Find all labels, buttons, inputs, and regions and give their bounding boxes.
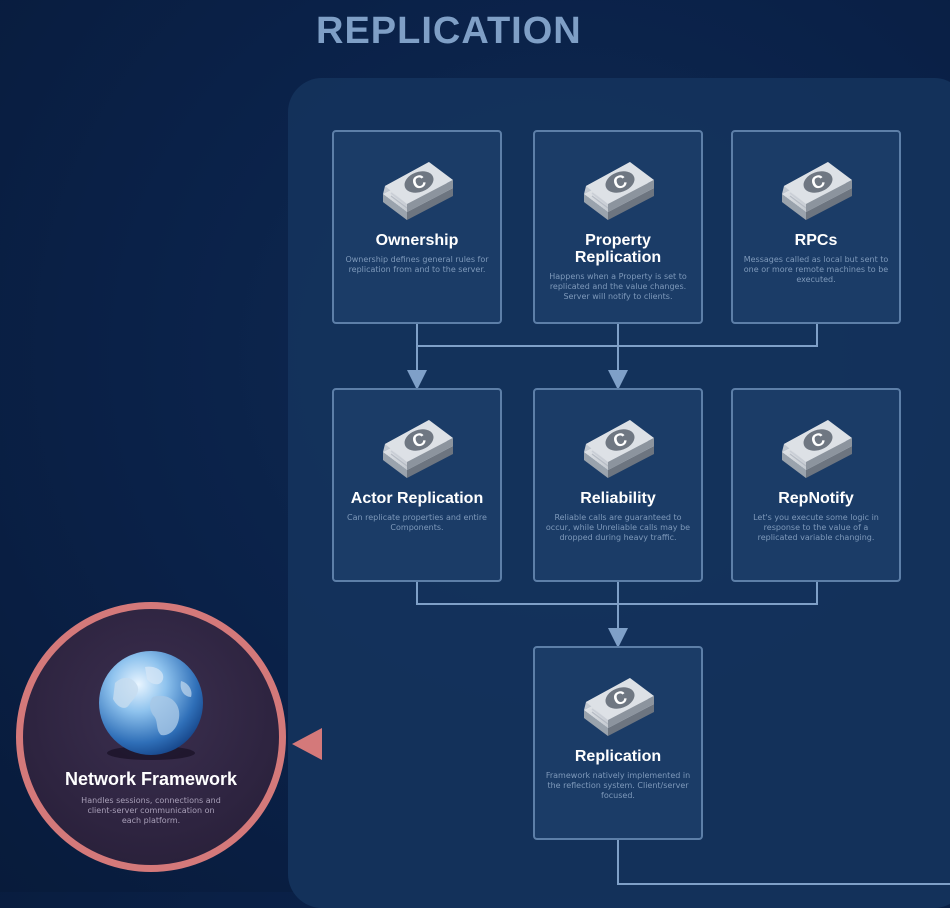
card-title: RepNotify <box>778 490 854 507</box>
class-book-icon <box>776 416 856 482</box>
class-book-icon <box>776 158 856 224</box>
card-title: Reliability <box>580 490 656 507</box>
globe-icon <box>99 651 203 760</box>
card-ownership[interactable]: Ownership Ownership defines general rule… <box>332 130 502 324</box>
card-title: Property Replication <box>574 232 662 266</box>
card-description: Happens when a Property is set to replic… <box>549 272 687 301</box>
card-title: RPCs <box>794 232 838 249</box>
class-book-icon <box>578 674 658 740</box>
card-title: Replication <box>574 748 662 765</box>
class-book-icon <box>578 416 658 482</box>
network-description: Handles sessions, connections and client… <box>81 796 221 825</box>
card-repnotify[interactable]: RepNotify Let's you execute some logic i… <box>731 388 901 582</box>
class-book-icon <box>377 158 457 224</box>
card-rpcs[interactable]: RPCs Messages called as local but sent t… <box>731 130 901 324</box>
card-replication[interactable]: Replication Framework natively implement… <box>533 646 703 840</box>
card-property-replication[interactable]: Property Replication Happens when a Prop… <box>533 130 703 324</box>
card-description: Let's you execute some logic in response… <box>753 513 879 542</box>
card-reliability[interactable]: Reliability Reliable calls are guarantee… <box>533 388 703 582</box>
card-actor-replication[interactable]: Actor Replication Can replicate properti… <box>332 388 502 582</box>
card-description: Messages called as local but sent to one… <box>743 255 889 284</box>
page-title: REPLICATION <box>316 10 582 52</box>
card-description: Reliable calls are guaranteed to occur, … <box>545 513 691 542</box>
class-book-icon <box>377 416 457 482</box>
card-title: Actor Replication <box>350 490 484 507</box>
card-description: Can replicate properties and entire Comp… <box>347 513 487 532</box>
network-framework-node[interactable]: Network Framework Handles sessions, conn… <box>16 602 286 872</box>
class-book-icon <box>578 158 658 224</box>
card-description: Ownership defines general rules for repl… <box>345 255 489 274</box>
card-title: Ownership <box>375 232 459 249</box>
card-description: Framework natively implemented in the re… <box>545 771 691 800</box>
network-title: Network Framework <box>64 769 238 789</box>
